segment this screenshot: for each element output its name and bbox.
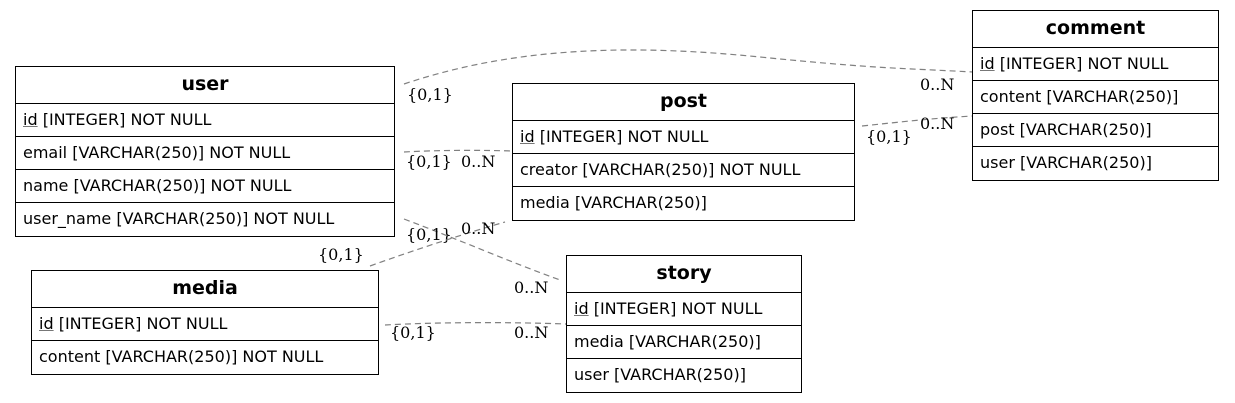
primary-key-comment-id: id xyxy=(980,54,995,73)
field-user-id-type: [INTEGER] NOT NULL xyxy=(37,110,212,129)
field-comment-content: content [VARCHAR(250)] xyxy=(973,81,1218,114)
field-user-user-name: user_name [VARCHAR(250)] NOT NULL xyxy=(23,209,335,228)
entity-media: media id [INTEGER] NOT NULL content [VAR… xyxy=(31,270,379,375)
field-user-email: email [VARCHAR(250)] NOT NULL xyxy=(16,137,394,170)
entity-title-media: media xyxy=(32,271,378,308)
entity-title-story: story xyxy=(567,256,801,293)
entity-user: user id [INTEGER] NOT NULL email [VARCHA… xyxy=(15,66,395,237)
cardinality-user-comment-from: {0,1} xyxy=(407,85,453,104)
relationship-line-user-post xyxy=(403,149,514,153)
relationship-line-user-story xyxy=(403,218,561,281)
entity-post: post id [INTEGER] NOT NULL creator [VARC… xyxy=(512,83,855,221)
cardinality-user-story-from: {0,1} xyxy=(406,225,452,244)
field-story-user: user [VARCHAR(250)] xyxy=(574,365,746,384)
entity-title-post: post xyxy=(513,84,854,121)
field-media-content: content [VARCHAR(250)] NOT NULL xyxy=(39,347,324,366)
field-user-id: id [INTEGER] NOT NULL xyxy=(16,104,394,137)
field-story-id: id [INTEGER] NOT NULL xyxy=(567,293,801,326)
field-story-media: media [VARCHAR(250)] xyxy=(567,326,801,359)
field-post-id-type: [INTEGER] NOT NULL xyxy=(534,127,709,146)
cardinality-post-comment-from: {0,1} xyxy=(866,127,912,146)
entity-comment: comment id [INTEGER] NOT NULL content [V… xyxy=(972,10,1219,181)
field-post-media: media [VARCHAR(250)] xyxy=(520,193,707,212)
field-comment-post: post [VARCHAR(250)] xyxy=(973,114,1218,147)
field-story-id-type: [INTEGER] NOT NULL xyxy=(588,299,763,318)
relationship-line-post-comment xyxy=(861,115,974,127)
primary-key-story-id: id xyxy=(574,299,589,318)
cardinality-user-post-to: 0..N xyxy=(461,152,495,171)
field-media-id-type: [INTEGER] NOT NULL xyxy=(53,314,228,333)
primary-key-media-id: id xyxy=(39,314,54,333)
cardinality-media-post-to: 0..N xyxy=(461,219,495,238)
cardinality-user-story-to: 0..N xyxy=(514,278,548,297)
cardinality-user-post-from: {0,1} xyxy=(406,152,452,171)
cardinality-user-comment-to: 0..N xyxy=(920,75,954,94)
field-media-id: id [INTEGER] NOT NULL xyxy=(32,308,378,341)
cardinality-post-comment-to: 0..N xyxy=(920,114,954,133)
entity-title-user: user xyxy=(16,67,394,104)
field-comment-id-type: [INTEGER] NOT NULL xyxy=(994,54,1169,73)
primary-key-post-id: id xyxy=(520,127,535,146)
field-comment-id: id [INTEGER] NOT NULL xyxy=(973,48,1218,81)
cardinality-media-story-to: 0..N xyxy=(514,323,548,342)
primary-key-user-id: id xyxy=(23,110,38,129)
relationship-line-media-story xyxy=(384,322,567,326)
field-user-name: name [VARCHAR(250)] NOT NULL xyxy=(16,170,394,203)
entity-title-comment: comment xyxy=(973,11,1218,48)
entity-story: story id [INTEGER] NOT NULL media [VARCH… xyxy=(566,255,802,393)
relationship-line-user-comment xyxy=(403,49,974,85)
field-post-creator: creator [VARCHAR(250)] NOT NULL xyxy=(513,154,854,187)
cardinality-media-post-from: {0,1} xyxy=(318,245,364,264)
field-post-id: id [INTEGER] NOT NULL xyxy=(513,121,854,154)
field-comment-user: user [VARCHAR(250)] xyxy=(980,153,1152,172)
cardinality-media-story-from: {0,1} xyxy=(390,323,436,342)
